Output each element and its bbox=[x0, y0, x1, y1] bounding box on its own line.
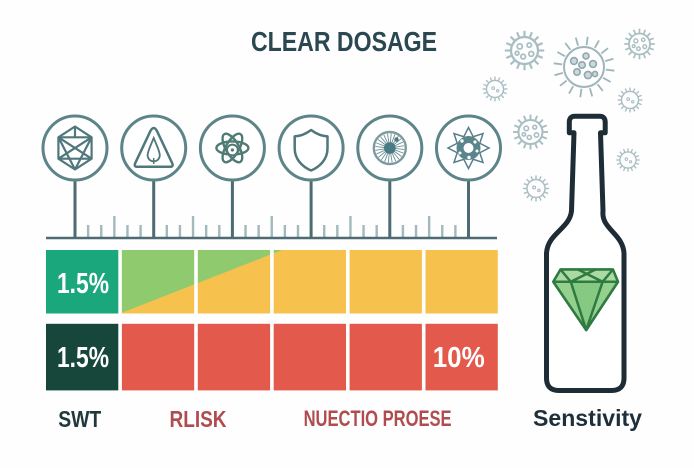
svg-text:SWT: SWT bbox=[58, 406, 101, 432]
svg-text:NUECTIO PROESE: NUECTIO PROESE bbox=[304, 406, 452, 431]
svg-text:10%: 10% bbox=[433, 342, 485, 374]
svg-text:Senstivity: Senstivity bbox=[533, 405, 642, 431]
svg-text:1.5%: 1.5% bbox=[57, 268, 109, 300]
svg-text:RLISK: RLISK bbox=[170, 406, 227, 432]
svg-text:1.5%: 1.5% bbox=[57, 342, 109, 374]
svg-text:CLEAR DOSAGE: CLEAR DOSAGE bbox=[251, 26, 437, 57]
